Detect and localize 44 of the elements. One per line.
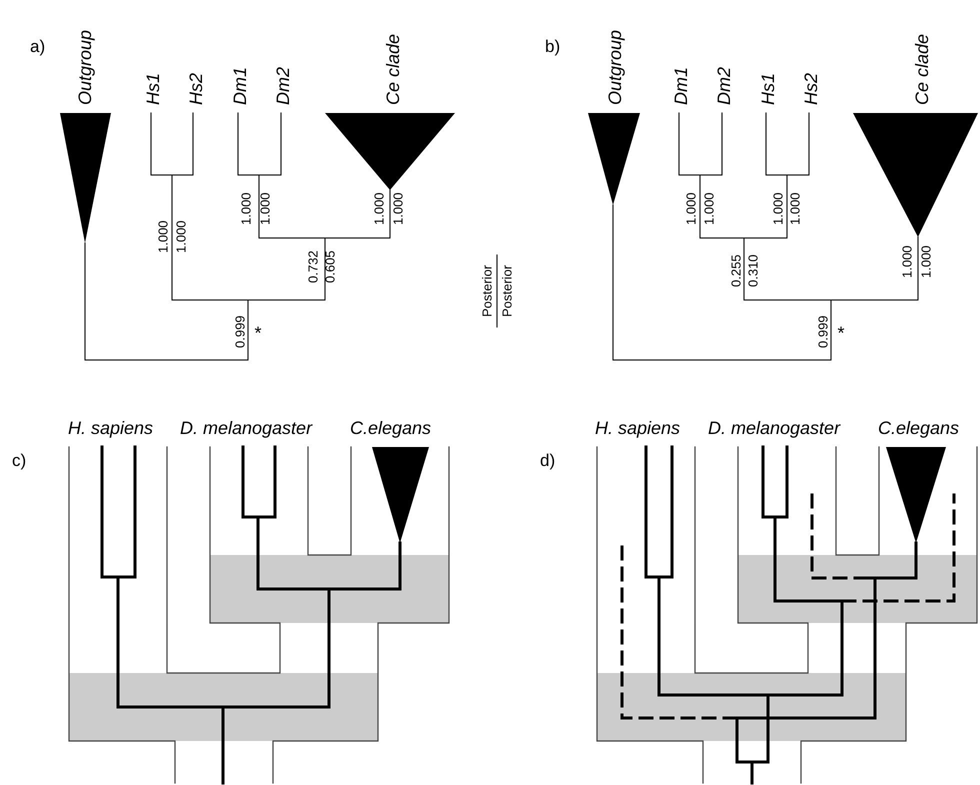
- taxon-label: Dm1: [672, 66, 690, 105]
- support-value: 1.000: [788, 192, 802, 225]
- species-label: H. sapiens: [68, 419, 154, 437]
- taxon-label: Outgroup: [606, 30, 624, 105]
- support-value: 0.732: [306, 250, 320, 283]
- taxon-label: Dm2: [715, 66, 733, 105]
- support-value: 1.000: [900, 245, 914, 278]
- support-value: 1.000: [240, 192, 252, 225]
- taxon-label: Dm2: [274, 66, 292, 105]
- taxon-label: Hs2: [187, 72, 205, 105]
- axis-caption: Posterior: [500, 264, 514, 318]
- axis-caption: Posterior: [480, 264, 494, 318]
- panel-label: b): [545, 38, 560, 55]
- panel-label: d): [540, 452, 556, 469]
- support-value: 1.000: [772, 192, 784, 225]
- support-value: 0.999: [816, 315, 830, 348]
- support-value: 1.000: [174, 220, 188, 253]
- support-value: 1.000: [258, 192, 272, 225]
- taxon-label: Hs2: [802, 72, 820, 105]
- support-value: 1.000: [684, 192, 698, 225]
- support-value: 0.310: [746, 254, 760, 287]
- species-label: H. sapiens: [595, 419, 680, 437]
- taxon-label: Hs1: [759, 72, 777, 105]
- panel-label: a): [30, 38, 46, 55]
- panel-label: c): [12, 452, 26, 469]
- support-value: 0.605: [324, 250, 336, 283]
- support-value: 0.255: [730, 254, 742, 287]
- support-value: 0.999: [234, 315, 246, 348]
- species-label: D. melanogaster: [708, 419, 840, 437]
- taxon-label: Hs1: [144, 72, 162, 105]
- asterisk-mark: *: [838, 324, 844, 342]
- species-label: C.elegans: [878, 419, 960, 437]
- support-value: 1.000: [920, 245, 932, 278]
- species-label: C.elegans: [350, 419, 432, 437]
- taxon-label: Ce clade: [913, 34, 931, 105]
- support-value: 1.000: [156, 220, 170, 253]
- support-value: 1.000: [702, 192, 716, 225]
- taxon-label: Ce clade: [384, 34, 402, 105]
- taxon-label: Outgroup: [76, 30, 94, 105]
- taxon-label: Dm1: [231, 66, 249, 105]
- species-label: D. melanogaster: [180, 419, 312, 437]
- support-value: 1.000: [372, 192, 386, 225]
- support-value: 1.000: [392, 192, 404, 225]
- asterisk-mark: *: [254, 324, 262, 342]
